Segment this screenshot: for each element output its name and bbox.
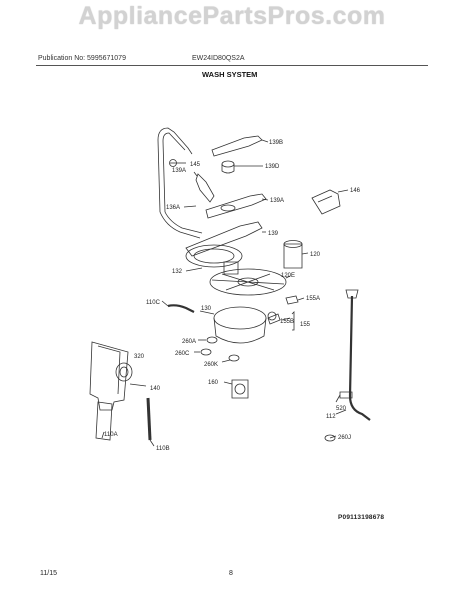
top-spray-arm — [211, 135, 263, 157]
footer-page-number: 8 — [229, 570, 233, 577]
label-132: 132 — [172, 269, 183, 275]
footer-date: 11/15 — [40, 570, 57, 577]
label-260a: 260A — [182, 339, 196, 345]
label-136a: 136A — [166, 205, 180, 211]
label-145: 145 — [190, 162, 201, 168]
section-title: WASH SYSTEM — [202, 70, 258, 79]
publication-number: Publication No: 5995671079 — [38, 55, 126, 62]
label-520: 520 — [336, 406, 347, 412]
label-320: 320 — [134, 354, 145, 360]
label-120e: 120E — [281, 273, 295, 279]
label-139a: 139A — [270, 198, 284, 204]
mount-bracket — [195, 173, 215, 203]
supply-tube-lower — [159, 211, 201, 239]
heater-element — [311, 189, 341, 215]
label-155a: 155A — [306, 296, 320, 302]
label-139a-small: 139A — [172, 168, 186, 174]
diagram-reference-code: P09113198678 — [338, 514, 385, 521]
header-rule — [36, 65, 428, 66]
label-120: 120 — [310, 252, 321, 258]
model-number: EW24ID80QS2A — [192, 55, 245, 62]
label-110b: 110B — [156, 446, 170, 452]
label-110a: 110A — [104, 432, 118, 438]
label-139d: 139D — [265, 164, 280, 170]
label-160: 160 — [208, 380, 219, 386]
filter-cylinder — [283, 243, 303, 269]
label-260k: 260K — [204, 362, 218, 368]
label-139: 139 — [268, 231, 279, 237]
sump-assembly — [213, 306, 267, 330]
middle-spray-arm — [205, 193, 267, 219]
label-260j: 260J — [338, 435, 351, 441]
label-130: 130 — [201, 306, 212, 312]
hose-110c — [167, 304, 195, 313]
drain-pump — [231, 379, 249, 399]
lower-arm-wheel — [185, 244, 243, 268]
label-155b: 155B — [280, 319, 294, 325]
lower-spray-arm — [185, 221, 263, 257]
label-110c: 110C — [146, 300, 161, 306]
label-146: 146 — [350, 188, 361, 194]
upper-supply-tube — [157, 127, 193, 213]
watermark: AppliancePartsPros.com — [78, 2, 386, 30]
label-140: 140 — [150, 386, 161, 392]
label-112: 112 — [326, 414, 336, 420]
label-260c: 260C — [175, 351, 190, 357]
filter-screen — [209, 268, 287, 296]
upper-supply-tube-inner — [162, 132, 186, 213]
vent-assembly — [89, 341, 129, 411]
label-155: 155 — [300, 322, 311, 328]
label-139b: 139B — [269, 140, 283, 146]
drain-hose — [348, 295, 371, 421]
hose-110b — [146, 397, 152, 441]
